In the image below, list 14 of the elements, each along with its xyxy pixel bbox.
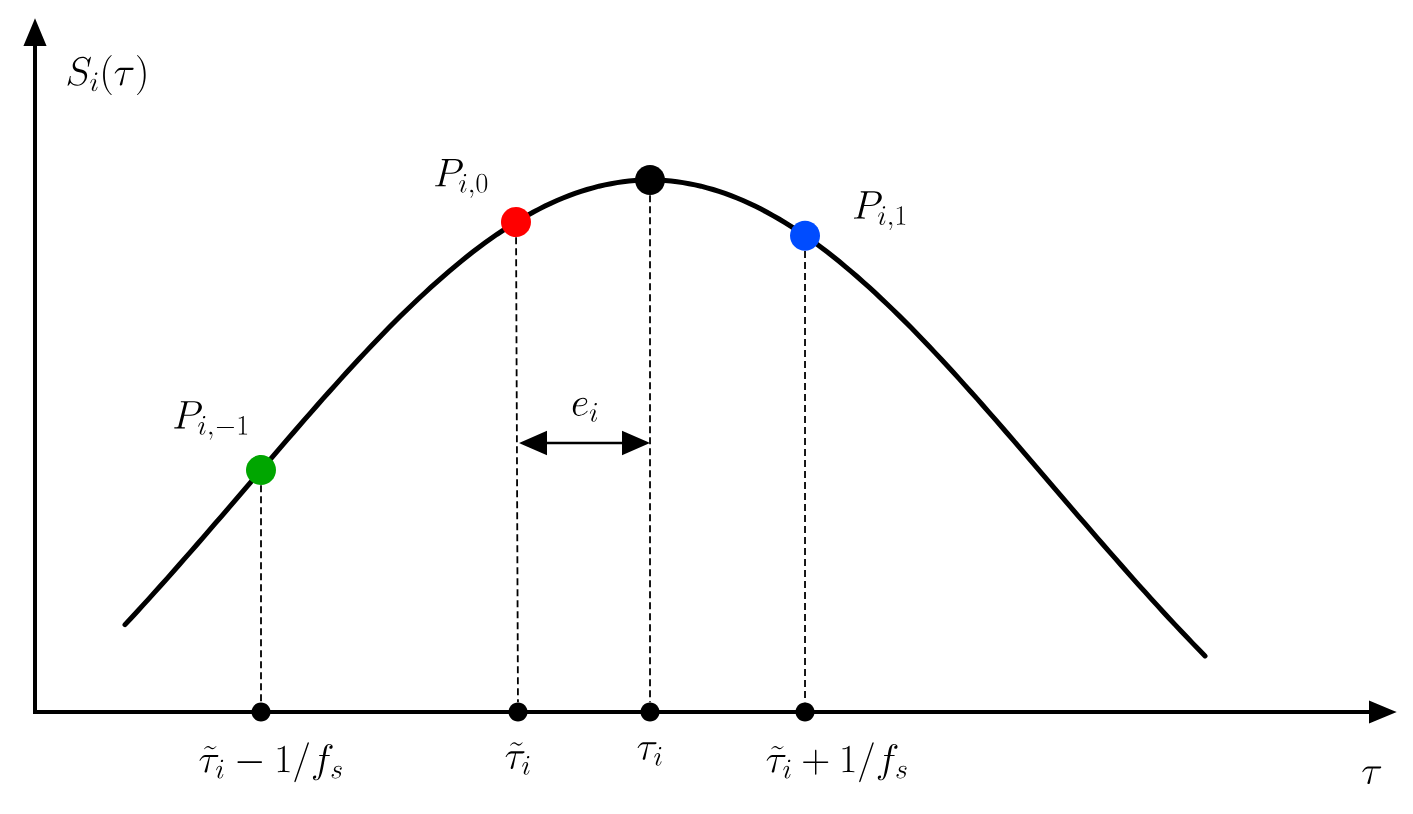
point-label: $\tilde{\tau}_{i}+1/f_{s}$ [766, 742, 907, 783]
axis-label: $S_{i}(\tau)$ [67, 55, 146, 95]
point-label: $P_{i,-1}$ [174, 401, 248, 440]
axis-label: $e_{i}$ [572, 397, 598, 422]
axis-label: $\tau$ [1362, 766, 1382, 785]
dashed-line [260, 484, 262, 704]
point-label: $\tau_{i}$ [637, 742, 662, 766]
dashed-line [515, 236, 519, 704]
point-label: $P_{i,1}$ [854, 191, 906, 231]
point [635, 165, 665, 195]
point-label: $\tilde{\tau}_{i}-1/f_{s}$ [199, 742, 342, 783]
point-label: $\tilde{\tau}_{i}$ [505, 742, 530, 775]
dashed-line [649, 194, 651, 704]
point-label: $P_{i,0}$ [435, 159, 488, 198]
